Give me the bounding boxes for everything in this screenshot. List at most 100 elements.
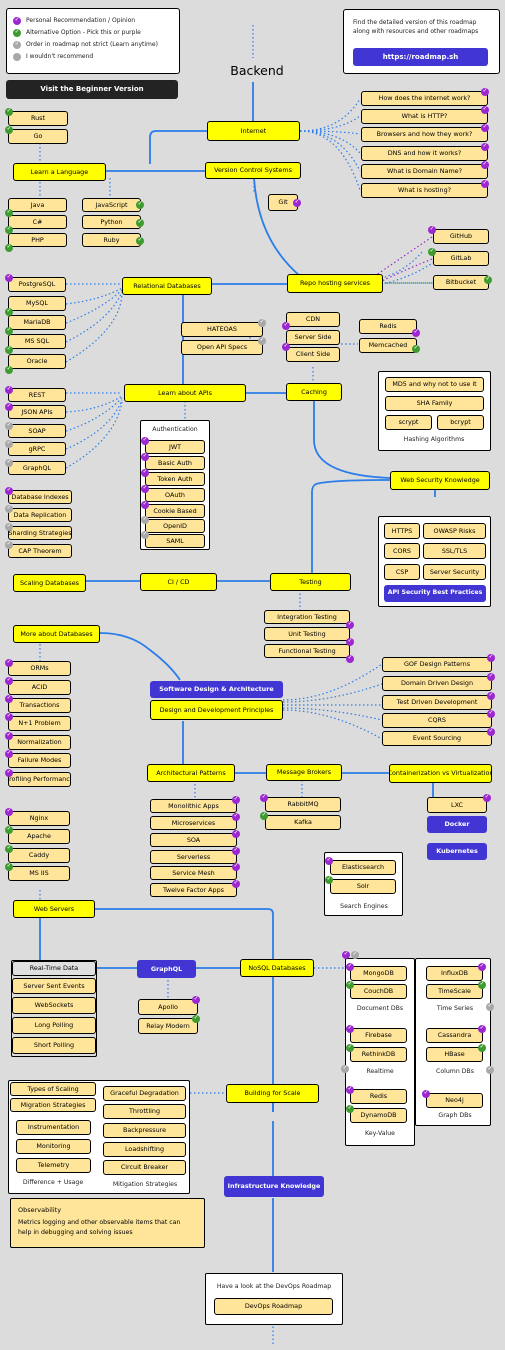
node-apollo[interactable]: Apollo [138, 999, 198, 1015]
node-csharp[interactable]: C# [8, 215, 67, 229]
node-https[interactable]: HTTPS [384, 523, 420, 539]
node-basic-auth[interactable]: Basic Auth [145, 456, 205, 470]
node-web-security[interactable]: Web Security Knowledge [390, 471, 490, 490]
node-apache[interactable]: Apache [8, 829, 70, 844]
node-server-security[interactable]: Server Security [423, 564, 486, 580]
node-service-mesh[interactable]: Service Mesh [150, 866, 237, 880]
node-functional-testing[interactable]: Functional Testing [264, 644, 350, 658]
roadmap-link-button[interactable]: https://roadmap.sh [353, 48, 488, 66]
node-bcrypt[interactable]: bcrypt [437, 415, 484, 430]
node-telemetry[interactable]: Telemetry [16, 1158, 91, 1173]
node-bitbucket[interactable]: Bitbucket [433, 275, 489, 290]
node-postgresql[interactable]: PostgreSQL [8, 277, 66, 292]
node-api-security[interactable]: API Security Best Practices [384, 585, 486, 602]
node-cdn[interactable]: CDN [286, 312, 340, 327]
node-saml[interactable]: SAML [145, 534, 205, 548]
node-twelve-factor[interactable]: Twelve Factor Apps [150, 883, 237, 897]
node-message-brokers[interactable]: Message Brokers [266, 764, 342, 781]
node-sha[interactable]: SHA Family [385, 396, 484, 411]
node-graphql[interactable]: GraphQL [8, 461, 66, 475]
node-github[interactable]: GitHub [433, 229, 489, 244]
node-testing[interactable]: Testing [270, 573, 351, 591]
node-web-servers[interactable]: Web Servers [13, 900, 95, 918]
node-elasticsearch[interactable]: Elasticsearch [330, 860, 396, 875]
node-learn-apis[interactable]: Learn about APIs [124, 384, 246, 402]
node-git[interactable]: Git [268, 194, 298, 211]
node-scaling-db[interactable]: Scaling Databases [13, 574, 86, 592]
node-firebase[interactable]: Firebase [350, 1028, 407, 1043]
node-token-auth[interactable]: Token Auth [145, 472, 205, 486]
node-java[interactable]: Java [8, 198, 67, 212]
node-kubernetes[interactable]: Kubernetes [427, 843, 487, 860]
node-tdd[interactable]: Test Driven Development [382, 695, 492, 710]
node-n1[interactable]: N+1 Problem [8, 716, 71, 731]
node-unit-testing[interactable]: Unit Testing [264, 627, 350, 641]
node-http[interactable]: What is HTTP? [361, 109, 488, 124]
node-javascript[interactable]: JavaScript [82, 198, 141, 212]
node-graphql-2[interactable]: GraphQL [137, 960, 196, 978]
node-nosql[interactable]: NoSQL Databases [240, 959, 314, 977]
node-serverless[interactable]: Serverless [150, 850, 237, 864]
node-microservices[interactable]: Microservices [150, 816, 237, 830]
node-how-internet[interactable]: How does the internet work? [361, 91, 488, 106]
node-owasp[interactable]: OWASP Risks [423, 523, 486, 539]
node-php[interactable]: PHP [8, 233, 67, 247]
node-rabbitmq[interactable]: RabbitMQ [265, 797, 341, 812]
node-hateoas[interactable]: HATEOAS [181, 322, 263, 337]
node-lxc[interactable]: LXC [427, 797, 487, 813]
node-failure-modes[interactable]: Failure Modes [8, 753, 71, 768]
node-software-design[interactable]: Software Design & Architecture [150, 681, 283, 698]
node-rethinkdb[interactable]: RethinkDB [350, 1047, 407, 1062]
node-vcs[interactable]: Version Control Systems [205, 162, 301, 179]
node-cookie-auth[interactable]: Cookie Based [145, 504, 205, 518]
node-go[interactable]: Go [8, 129, 68, 144]
node-relay[interactable]: Relay Modern [138, 1018, 198, 1034]
node-sse[interactable]: Server Sent Events [12, 978, 96, 994]
node-data-replication[interactable]: Data Replication [8, 508, 72, 522]
node-jwt[interactable]: JWT [145, 440, 205, 454]
node-docker[interactable]: Docker [427, 816, 487, 833]
node-containerization[interactable]: Containerization vs Virtualization [389, 764, 492, 783]
node-redis[interactable]: Redis [359, 319, 417, 334]
node-hbase[interactable]: HBase [426, 1047, 483, 1062]
node-profiling[interactable]: Profiling Performance [8, 772, 71, 787]
node-scrypt[interactable]: scrypt [385, 415, 432, 430]
node-loadshifting[interactable]: Loadshifting [103, 1142, 186, 1157]
node-timescale[interactable]: TimeScale [426, 984, 483, 999]
node-event-sourcing[interactable]: Event Sourcing [382, 731, 492, 746]
node-repo-hosting[interactable]: Repo hosting services [287, 274, 383, 293]
node-mongodb[interactable]: MongoDB [350, 966, 407, 981]
node-nginx[interactable]: Nginx [8, 811, 70, 826]
node-json-apis[interactable]: JSON APIs [8, 405, 66, 419]
node-python[interactable]: Python [82, 215, 141, 229]
node-ddd[interactable]: Domain Driven Design [382, 676, 492, 691]
node-server-side[interactable]: Server Side [286, 330, 340, 345]
node-couchdb[interactable]: CouchDB [350, 984, 407, 999]
node-instrumentation[interactable]: Instrumentation [16, 1120, 91, 1135]
node-memcached[interactable]: Memcached [359, 338, 417, 353]
node-md5[interactable]: MD5 and why not to use it [385, 377, 484, 392]
node-domain[interactable]: What is Domain Name? [361, 164, 488, 179]
node-redis-2[interactable]: Redis [350, 1089, 407, 1104]
node-influxdb[interactable]: InfluxDB [426, 966, 483, 981]
node-integration-testing[interactable]: Integration Testing [264, 610, 350, 624]
node-rust[interactable]: Rust [8, 111, 68, 126]
node-caddy[interactable]: Caddy [8, 848, 70, 863]
node-types-scaling[interactable]: Types of Scaling [10, 1082, 96, 1096]
node-caching[interactable]: Caching [286, 383, 342, 401]
node-browsers[interactable]: Browsers and how they work? [361, 127, 488, 142]
node-devops-roadmap[interactable]: DevOps Roadmap [214, 1298, 333, 1315]
node-migration[interactable]: Migration Strategies [10, 1098, 96, 1112]
node-monitoring[interactable]: Monitoring [16, 1139, 91, 1154]
node-hosting[interactable]: What is hosting? [361, 183, 488, 198]
node-soap[interactable]: SOAP [8, 424, 66, 438]
node-gitlab[interactable]: GitLab [433, 251, 489, 266]
node-long-polling[interactable]: Long Polling [12, 1017, 96, 1034]
node-soa[interactable]: SOA [150, 833, 237, 847]
node-websockets[interactable]: WebSockets [12, 997, 96, 1014]
node-neo4j[interactable]: Neo4j [426, 1093, 483, 1108]
beginner-version-button[interactable]: Visit the Beginner Version [6, 80, 178, 99]
node-cqrs[interactable]: CQRS [382, 713, 492, 728]
node-rest[interactable]: REST [8, 388, 66, 402]
node-mariadb[interactable]: MariaDB [8, 315, 66, 330]
